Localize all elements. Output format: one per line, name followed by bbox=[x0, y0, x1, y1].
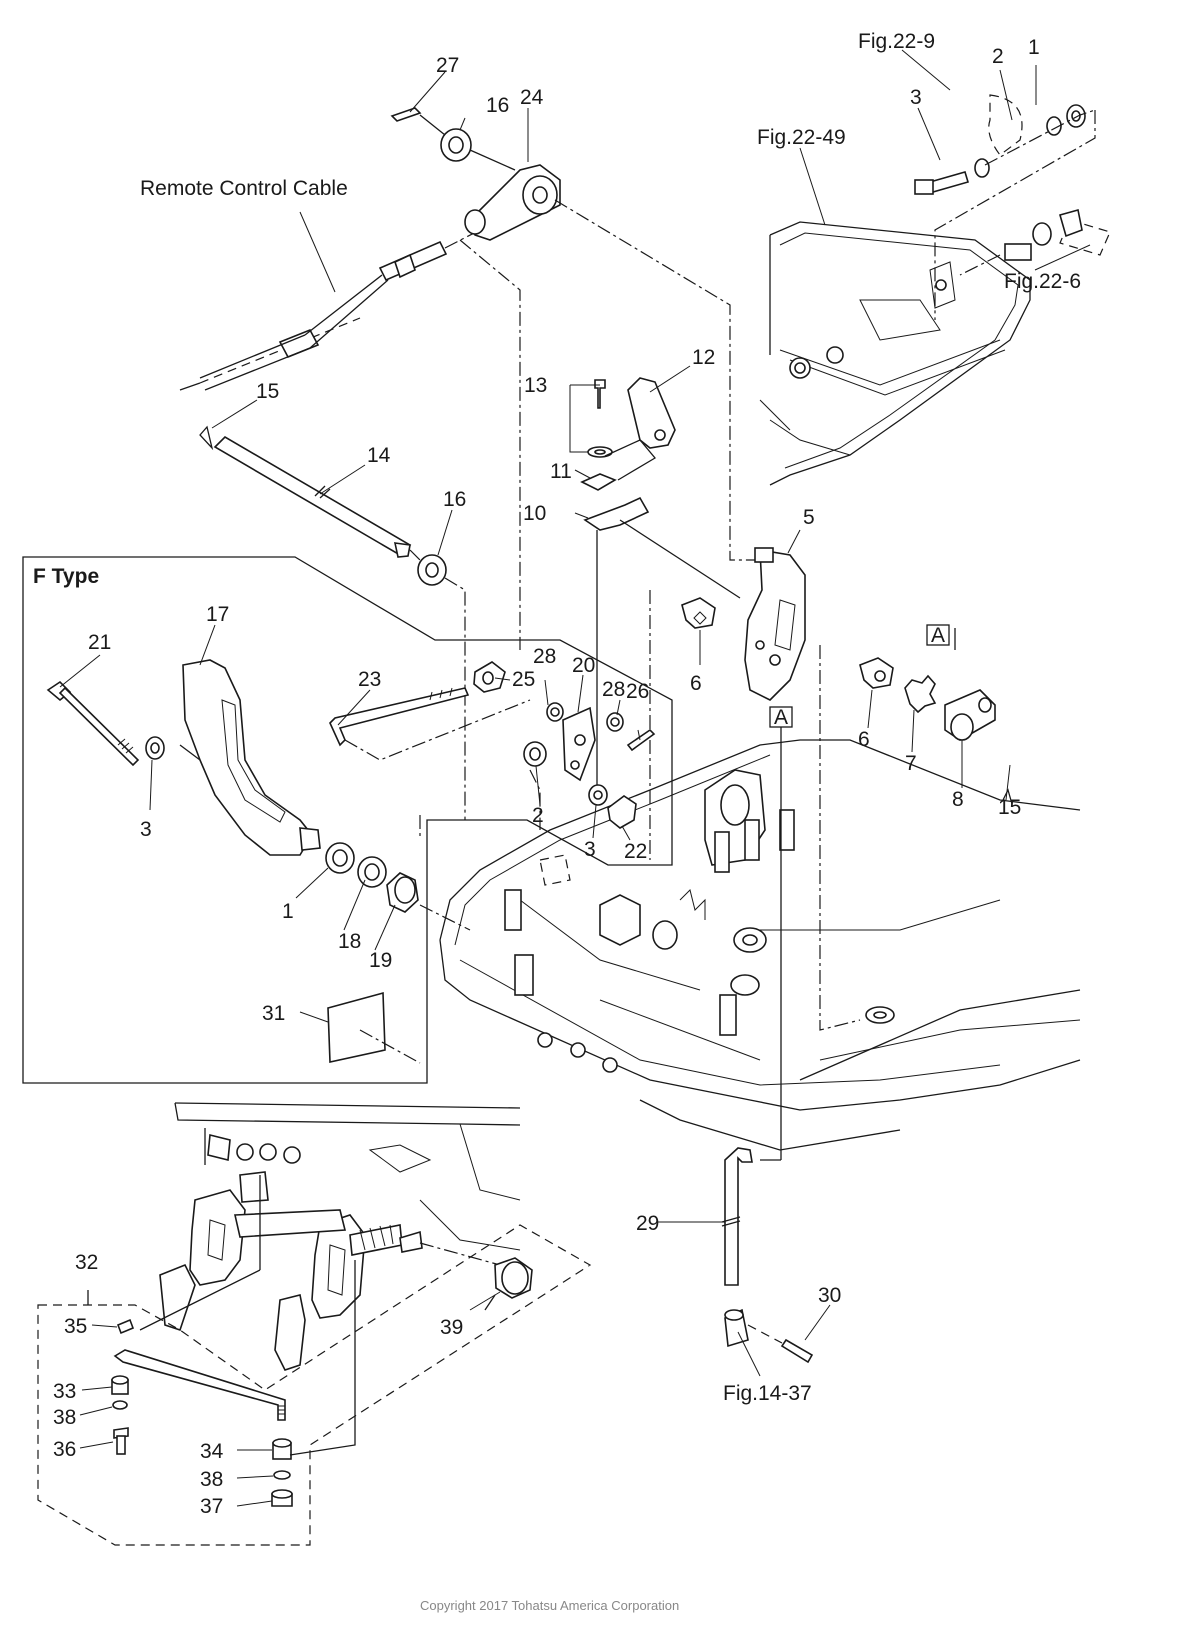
lower-engine-body-illustration bbox=[439, 739, 1081, 1151]
mount-bracket-illustration bbox=[139, 1102, 521, 1371]
fig-22-6-parts bbox=[959, 208, 1111, 276]
callout-24: 24 bbox=[520, 86, 544, 109]
callout-1-top: 1 bbox=[1028, 36, 1040, 59]
engine-cover-illustration bbox=[759, 221, 1031, 486]
link-assembly-dashed-outline bbox=[37, 1224, 592, 1546]
bushing-39-part bbox=[484, 1257, 533, 1311]
callout-numbers: 1 2 3 5 6 6 7 8 10 11 12 13 14 15 15 16 … bbox=[53, 36, 1040, 1518]
callout-34: 34 bbox=[200, 1440, 224, 1463]
callout-18: 18 bbox=[338, 930, 361, 953]
callout-14: 14 bbox=[367, 444, 391, 467]
bolt-21-part bbox=[46, 680, 165, 767]
callout-12: 12 bbox=[692, 346, 715, 369]
callout-32: 32 bbox=[75, 1251, 98, 1274]
callout-37: 37 bbox=[200, 1495, 223, 1518]
washers-1-18-19 bbox=[325, 815, 471, 931]
reference-a-boxes: A A bbox=[760, 624, 950, 1161]
rod-29-part bbox=[721, 1147, 814, 1364]
label-fig-22-6: Fig.22-6 bbox=[1004, 270, 1081, 293]
label-fig-14-37: Fig.14-37 bbox=[723, 1382, 812, 1405]
label-fig-22-49: Fig.22-49 bbox=[757, 126, 846, 149]
callout-2-top: 2 bbox=[992, 45, 1004, 68]
fig-22-9-parts bbox=[914, 94, 1096, 320]
callout-6-right: 6 bbox=[858, 728, 870, 751]
link-rod-parts bbox=[111, 1260, 356, 1507]
callout-15-left: 15 bbox=[256, 380, 279, 403]
callout-13: 13 bbox=[524, 374, 547, 397]
label-fig-22-9: Fig.22-9 bbox=[858, 30, 935, 53]
callout-28-left: 28 bbox=[533, 645, 556, 668]
callout-16-mid: 16 bbox=[443, 488, 466, 511]
label-f-type: F Type bbox=[33, 565, 99, 588]
callout-6-left: 6 bbox=[690, 672, 702, 695]
cable-end-parts bbox=[390, 107, 760, 650]
callout-39: 39 bbox=[440, 1316, 463, 1339]
callout-38-left: 38 bbox=[53, 1406, 76, 1429]
rod-23-part bbox=[329, 661, 531, 761]
callout-8: 8 bbox=[952, 788, 964, 811]
shaft-14-part bbox=[199, 425, 466, 820]
callout-11: 11 bbox=[550, 460, 572, 483]
bushing-6-parts bbox=[681, 597, 894, 689]
callout-2-mid: 2 bbox=[532, 804, 544, 827]
plate-20-part bbox=[523, 702, 656, 830]
figure-labels: Fig.22-9 Fig.22-49 Fig.22-6 Fig.14-37 Re… bbox=[33, 30, 1081, 1405]
remote-control-cable-part bbox=[179, 229, 481, 391]
right-parts-7-8-15 bbox=[819, 628, 1013, 1031]
bracket-parts bbox=[580, 377, 741, 800]
callout-31: 31 bbox=[262, 1002, 285, 1025]
lever-17-part bbox=[179, 659, 321, 856]
callout-3-left: 3 bbox=[140, 818, 152, 841]
callout-29: 29 bbox=[636, 1212, 659, 1235]
box-a-label-right: A bbox=[931, 624, 945, 647]
callout-23: 23 bbox=[358, 668, 381, 691]
lever-5-part bbox=[649, 547, 806, 860]
callout-27: 27 bbox=[436, 54, 459, 77]
callout-26: 26 bbox=[626, 680, 649, 703]
label-remote-control-cable: Remote Control Cable bbox=[140, 177, 348, 200]
callout-17: 17 bbox=[206, 603, 229, 626]
leader-lines bbox=[59, 49, 1091, 1507]
callout-38-right: 38 bbox=[200, 1468, 223, 1491]
f-type-box bbox=[22, 556, 673, 1084]
callout-28-right: 28 bbox=[602, 678, 625, 701]
callout-25: 25 bbox=[512, 668, 535, 691]
copyright-notice: Copyright 2017 Tohatsu America Corporati… bbox=[420, 1598, 679, 1613]
callout-1-left: 1 bbox=[282, 900, 294, 923]
callout-36: 36 bbox=[53, 1438, 76, 1461]
box-a-label-center: A bbox=[774, 706, 788, 729]
callout-3-top: 3 bbox=[910, 86, 922, 109]
callout-35: 35 bbox=[64, 1315, 87, 1338]
callout-16-top: 16 bbox=[486, 94, 509, 117]
callout-22: 22 bbox=[624, 840, 647, 863]
callout-30: 30 bbox=[818, 1284, 841, 1307]
callout-10: 10 bbox=[523, 502, 546, 525]
callout-19: 19 bbox=[369, 949, 392, 972]
callout-21: 21 bbox=[88, 631, 111, 654]
callout-15-right: 15 bbox=[998, 796, 1021, 819]
callout-3-mid: 3 bbox=[584, 838, 596, 861]
callout-5: 5 bbox=[803, 506, 815, 529]
label-31-part bbox=[327, 991, 421, 1064]
callout-33: 33 bbox=[53, 1380, 76, 1403]
callout-7: 7 bbox=[905, 752, 917, 775]
callout-20: 20 bbox=[572, 654, 595, 677]
